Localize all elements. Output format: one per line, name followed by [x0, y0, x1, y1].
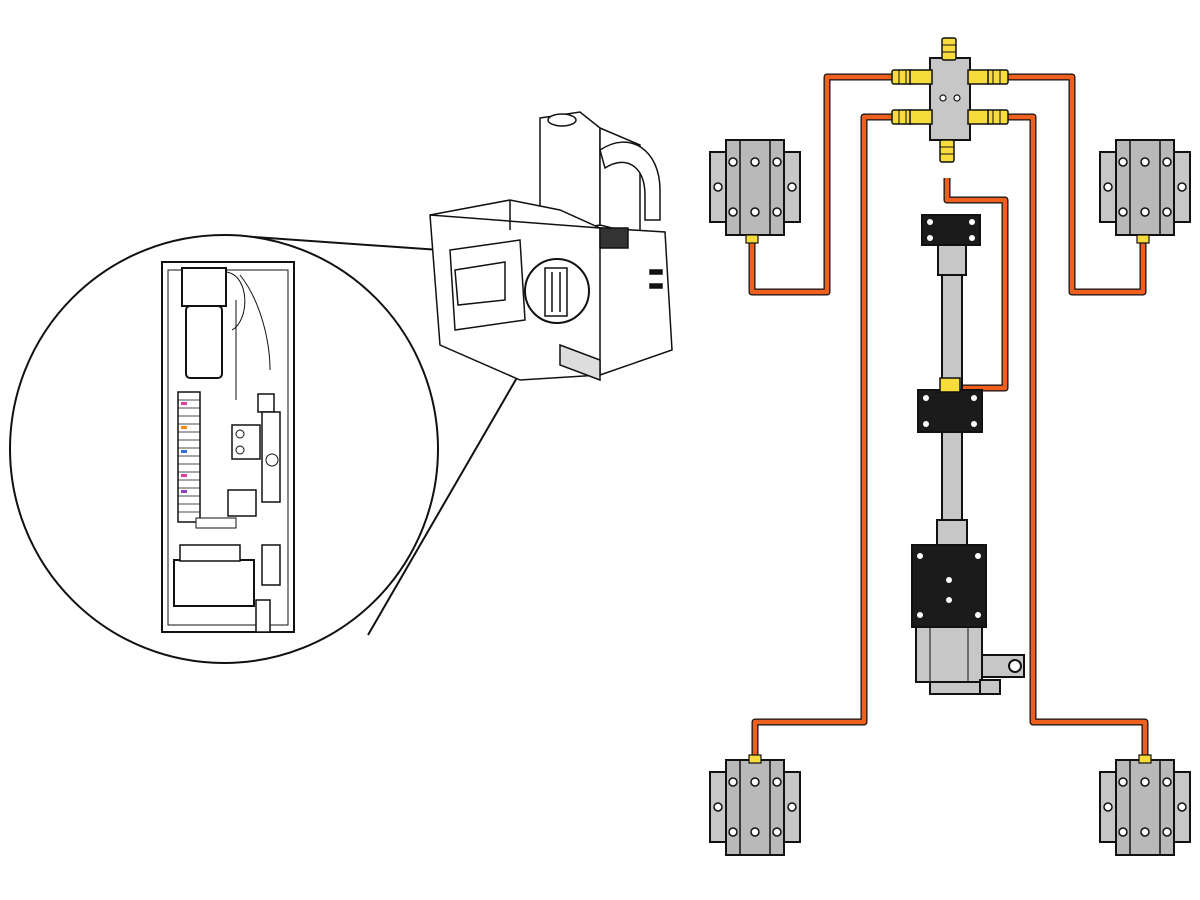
machine-overview — [429, 111, 673, 382]
rail-block-bottom-right — [1099, 754, 1191, 856]
lube-cabinet-detail — [161, 261, 295, 633]
manifold-fitting-bottom-right — [985, 109, 1009, 125]
rail-block-top-left — [709, 139, 801, 244]
rail-block-top-right — [1099, 139, 1191, 244]
distribution-manifold — [891, 37, 1009, 163]
tubing-network — [748, 73, 1149, 762]
manifold-fitting-top-right — [985, 69, 1009, 85]
manifold-outlet-fitting-bottom — [939, 139, 955, 163]
ball-screw-assembly — [911, 214, 1025, 695]
manifold-inlet-fitting — [941, 37, 957, 61]
rail-block-bottom-left — [709, 754, 801, 856]
